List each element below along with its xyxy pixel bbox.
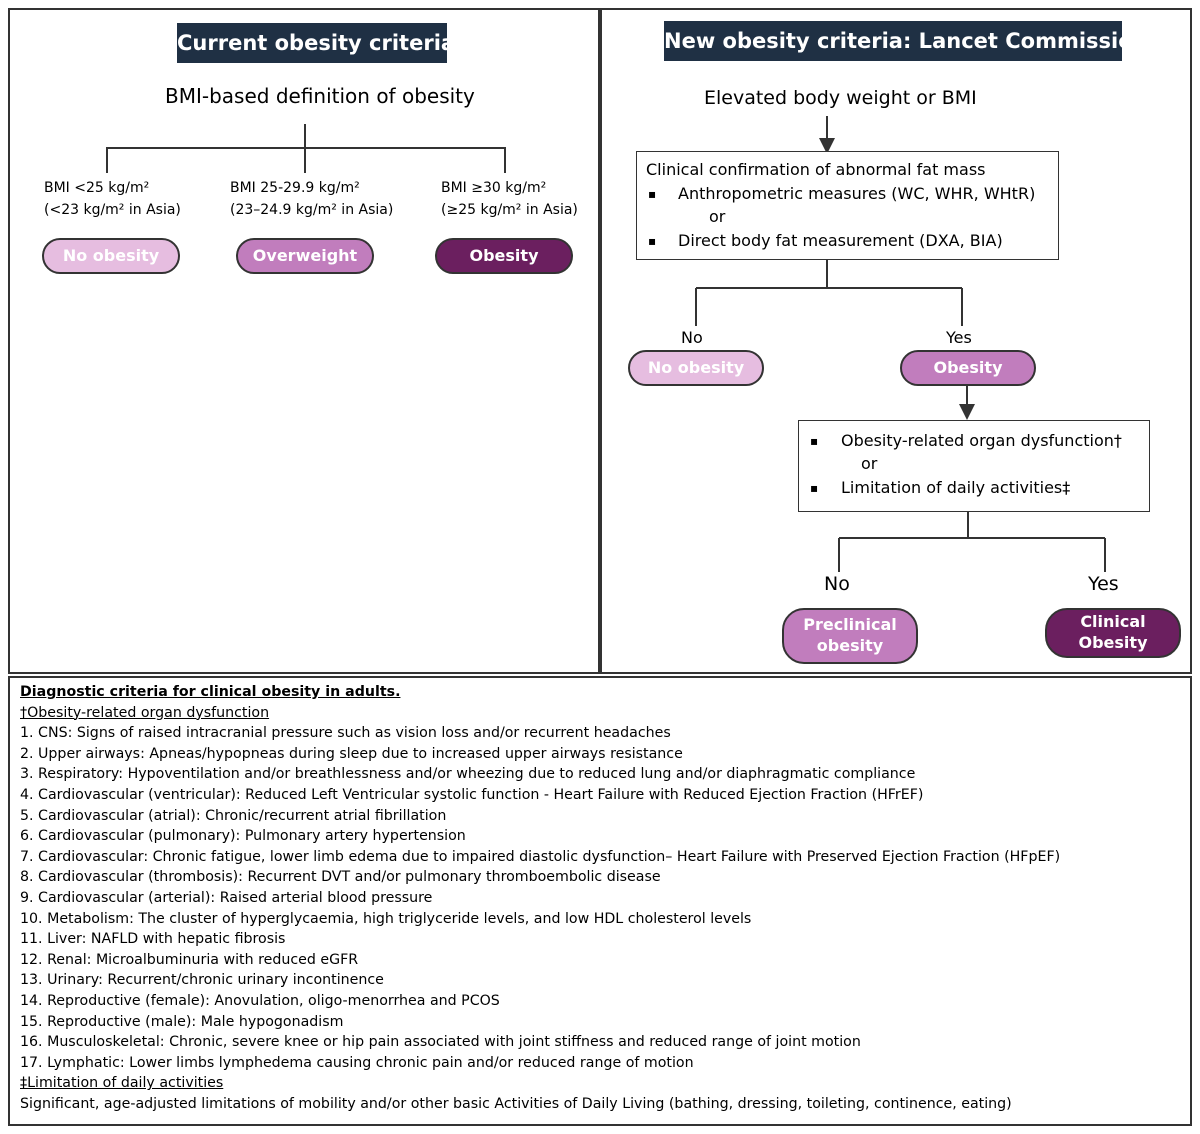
pill-no-obesity-current: No obesity <box>42 238 180 274</box>
anthropometric-measures: Anthropometric measures (WC, WHR, WHtR) <box>678 184 1036 203</box>
criteria-item: 13. Urinary: Recurrent/chronic urinary i… <box>20 972 384 989</box>
criteria-item: 16. Musculoskeletal: Chronic, severe kne… <box>20 1034 861 1051</box>
preclinical-label-1: Preclinical <box>803 615 897 635</box>
start-node: Elevated body weight or BMI <box>704 87 977 109</box>
criteria-item: 17. Lymphatic: Lower limbs lymphedema ca… <box>20 1054 694 1071</box>
criteria-item: 10. Metabolism: The cluster of hyperglyc… <box>20 910 752 927</box>
criteria-item: 2. Upper airways: Apneas/hypopneas durin… <box>20 745 683 762</box>
criteria-item: 4. Cardiovascular (ventricular): Reduced… <box>20 787 924 803</box>
bullet-icon: ▪ <box>648 187 657 201</box>
bmi-definition-title: BMI-based definition of obesity <box>165 84 475 108</box>
branch-no-2: No <box>824 573 850 595</box>
pill-no-obesity-new: No obesity <box>628 350 764 386</box>
clinical-criteria-box: ▪ Obesity-related organ dysfunction† or … <box>798 420 1150 512</box>
current-criteria-header: Current obesity criteria <box>177 23 455 63</box>
criteria-item: 7. Cardiovascular: Chronic fatigue, lowe… <box>20 848 1061 865</box>
criteria-item: 14. Reproductive (female): Anovulation, … <box>20 993 500 1009</box>
new-criteria-header: New obesity criteria: Lancet Commission <box>664 21 1148 61</box>
new-criteria-panel: New obesity criteria: Lancet Commission … <box>600 8 1192 674</box>
criteria-item: 6. Cardiovascular (pulmonary): Pulmonary… <box>20 828 466 845</box>
daily-activities-heading: ‡Limitation of daily activities <box>20 1075 224 1092</box>
criteria-title: Diagnostic criteria for clinical obesity… <box>20 684 401 700</box>
preclinical-label-2: obesity <box>816 636 884 655</box>
daily-activities-text: Significant, age-adjusted limitations of… <box>20 1096 1012 1112</box>
flow-connectors <box>695 116 1106 572</box>
bmi-overweight-range: BMI 25-29.9 kg/m² <box>230 180 360 196</box>
pill-preclinical-obesity: Preclinical obesity <box>782 608 918 664</box>
direct-fat-measurement: Direct body fat measurement (DXA, BIA) <box>678 231 1003 250</box>
pill-obesity-current: Obesity <box>435 238 573 274</box>
criteria-item: 11. Liver: NAFLD with hepatic fibrosis <box>20 931 286 948</box>
criteria-item: 15. Reproductive (male): Male hypogonadi… <box>20 1013 344 1030</box>
fat-mass-box-title: Clinical confirmation of abnormal fat ma… <box>646 160 986 179</box>
bullet-icon: ▪ <box>648 234 657 248</box>
clinical-label-2: Obesity <box>1078 633 1148 652</box>
bullet-icon: ▪ <box>810 434 819 448</box>
daily-activities-criterion: Limitation of daily activities‡ <box>841 478 1071 497</box>
bullet-icon: ▪ <box>810 481 819 495</box>
pill-obesity-new: Obesity <box>900 350 1036 386</box>
criteria-item: 1. CNS: Signs of raised intracranial pre… <box>20 725 671 742</box>
bmi-overweight-range-asia: (23–24.9 kg/m² in Asia) <box>230 202 394 218</box>
pill-overweight: Overweight <box>236 238 374 274</box>
criteria-item: 3. Respiratory: Hypoventilation and/or b… <box>20 766 916 783</box>
bmi-normal-range-asia: (<23 kg/m² in Asia) <box>44 202 181 218</box>
pill-clinical-obesity: Clinical Obesity <box>1045 608 1181 658</box>
bmi-obesity-range-asia: (≥25 kg/m² in Asia) <box>441 202 578 218</box>
current-criteria-panel: Current obesity criteria BMI-based defin… <box>8 8 600 674</box>
clinical-label-1: Clinical <box>1080 612 1146 632</box>
branch-yes-1: Yes <box>946 328 972 347</box>
criteria-item: 5. Cardiovascular (atrial): Chronic/recu… <box>20 807 447 824</box>
bmi-obesity-range: BMI ≥30 kg/m² <box>441 180 547 196</box>
clinical-criteria-or: or <box>861 454 878 473</box>
bmi-normal-range: BMI <25 kg/m² <box>44 180 150 196</box>
diagnostic-criteria-panel: Diagnostic criteria for clinical obesity… <box>8 676 1192 1126</box>
criteria-item: 8. Cardiovascular (thrombosis): Recurren… <box>20 869 661 886</box>
fat-mass-or: or <box>709 207 726 226</box>
organ-dysfunction-heading: †Obesity-related organ dysfunction <box>20 704 270 721</box>
organ-dysfunction-criterion: Obesity-related organ dysfunction† <box>841 431 1122 450</box>
fat-mass-confirmation-box: Clinical confirmation of abnormal fat ma… <box>636 151 1059 260</box>
criteria-item: 12. Renal: Microalbuminuria with reduced… <box>20 951 359 968</box>
branch-yes-2: Yes <box>1088 573 1119 595</box>
criteria-item: 9. Cardiovascular (arterial): Raised art… <box>20 890 433 906</box>
branch-no-1: No <box>681 328 703 347</box>
